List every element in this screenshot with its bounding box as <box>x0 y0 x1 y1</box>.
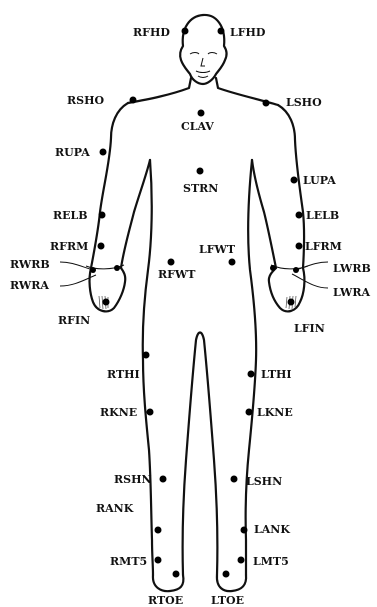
eyebrow-right <box>190 53 199 55</box>
marker-label-lshn: LSHN <box>246 475 282 488</box>
marker-label-rsho: RSHO <box>67 94 104 107</box>
marker-dot-lmt5 <box>238 557 245 564</box>
marker-label-lfin: LFIN <box>294 322 325 335</box>
marker-dot-relb <box>99 212 106 219</box>
marker-label-ltoe: LTOE <box>211 594 244 607</box>
marker-dot-lfin <box>288 299 295 306</box>
marker-dot-rtoe <box>173 571 180 578</box>
marker-dot-rshn <box>160 476 167 483</box>
marker-dot-lelb <box>296 212 303 219</box>
right-arm-inner <box>121 160 150 268</box>
head-outline <box>180 15 226 84</box>
right-foot <box>153 575 184 591</box>
right-arm-outer <box>91 103 128 268</box>
marker-label-rshn: RSHN <box>114 473 152 486</box>
marker-dot-clav <box>198 110 205 117</box>
marker-label-rupa: RUPA <box>55 146 90 159</box>
marker-label-lthi: LTHI <box>261 368 292 381</box>
marker-label-lfhd: LFHD <box>230 26 266 39</box>
marker-dot-rank <box>155 527 162 534</box>
marker-dot-lkne <box>246 409 253 416</box>
marker-labels: RFHD LFHD RSHO LSHO CLAV RUPA STRN LUPA … <box>10 26 371 607</box>
marker-dot-rthi <box>143 352 150 359</box>
marker-dots <box>90 28 303 578</box>
marker-dot-lfhd <box>218 28 225 35</box>
marker-label-lelb: LELB <box>306 209 339 222</box>
eyebrow-left <box>208 53 217 55</box>
marker-dot-rsho <box>130 97 137 104</box>
marker-label-strn: STRN <box>183 182 218 195</box>
marker-dot-lwrb <box>293 267 299 273</box>
marker-label-lkne: LKNE <box>257 406 293 419</box>
marker-label-rwra: RWRA <box>10 279 49 292</box>
marker-dot-lank <box>241 527 248 534</box>
marker-label-lmt5: LMT5 <box>253 555 289 568</box>
left-foot <box>217 575 246 591</box>
marker-label-lwrb: LWRB <box>333 262 371 275</box>
left-hand <box>269 268 305 311</box>
marker-dot-rwrb <box>90 267 96 273</box>
marker-label-rtoe: RTOE <box>148 594 183 607</box>
torso-left-side <box>246 160 257 575</box>
marker-dot-lsho <box>263 100 270 107</box>
inner-legs <box>183 333 218 576</box>
marker-dot-lupa <box>291 177 298 184</box>
marker-label-lank: LANK <box>254 523 290 536</box>
marker-label-rfhd: RFHD <box>133 26 170 39</box>
marker-dot-strn <box>197 168 204 175</box>
marker-dot-lfwt <box>229 259 236 266</box>
lwrb-callout <box>296 262 328 270</box>
left-arm-inner <box>252 160 276 268</box>
marker-label-relb: RELB <box>53 209 88 222</box>
marker-label-rwrb: RWRB <box>10 258 50 271</box>
marker-label-lsho: LSHO <box>286 96 322 109</box>
marker-dot-rkne <box>147 409 154 416</box>
marker-dot-rfrm <box>98 243 105 250</box>
marker-label-rthi: RTHI <box>107 368 140 381</box>
marker-label-rkne: RKNE <box>100 406 137 419</box>
marker-dot-rfin <box>103 299 110 306</box>
marker-dot-lwra <box>270 265 276 271</box>
chin <box>198 76 208 78</box>
marker-label-lupa: LUPA <box>303 174 336 187</box>
marker-label-rfwt: RFWT <box>158 268 196 281</box>
marker-label-rfin: RFIN <box>58 314 90 327</box>
marker-dot-rwra <box>114 265 120 271</box>
marker-label-rank: RANK <box>96 502 134 515</box>
marker-label-rmt5: RMT5 <box>110 555 147 568</box>
marker-dot-rfhd <box>182 28 189 35</box>
marker-label-rfrm: RFRM <box>50 240 88 253</box>
lwra-callout <box>292 274 328 288</box>
mouth <box>196 71 210 73</box>
marker-dot-rfwt <box>168 259 175 266</box>
rwrb-callout <box>60 262 93 270</box>
marker-dot-lshn <box>231 476 238 483</box>
marker-dot-rupa <box>100 149 107 156</box>
marker-dot-rmt5 <box>155 557 162 564</box>
marker-label-lfrm: LFRM <box>305 240 342 253</box>
nose <box>201 58 205 66</box>
torso-right-side <box>143 160 153 575</box>
marker-dot-lfrm <box>296 243 303 250</box>
marker-dot-lthi <box>248 371 255 378</box>
marker-dot-ltoe <box>223 571 230 578</box>
marker-label-lfwt: LFWT <box>199 243 236 256</box>
marker-label-clav: CLAV <box>181 120 214 133</box>
neck-right <box>128 78 191 103</box>
marker-label-lwra: LWRA <box>333 286 370 299</box>
